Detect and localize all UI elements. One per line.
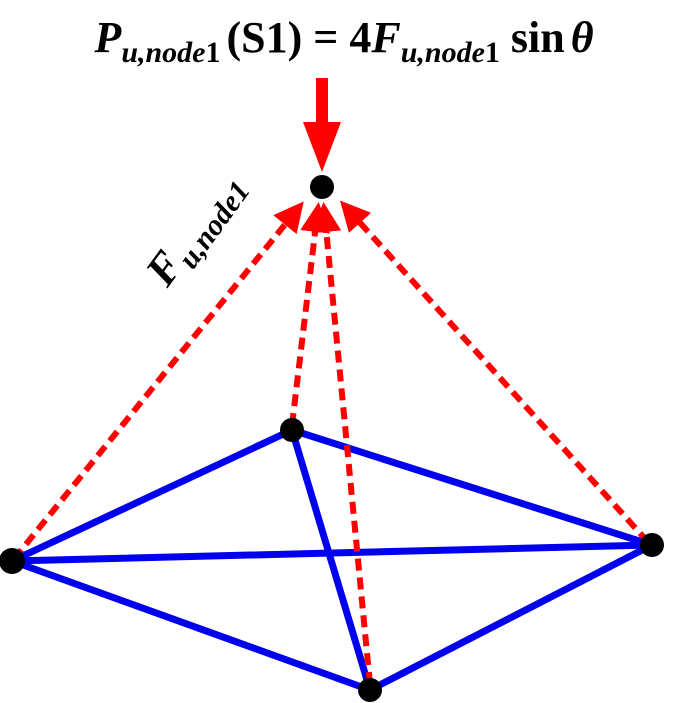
base-node-back bbox=[280, 418, 304, 442]
formula-p-symbol: P bbox=[94, 13, 122, 62]
base-edge-left-back bbox=[8, 426, 296, 565]
formula-coefficient: 4 bbox=[349, 13, 372, 62]
base-edge-front-left bbox=[8, 557, 374, 694]
base-diagonal-back-front bbox=[288, 426, 374, 694]
formula-f-subscript-label: u,node bbox=[400, 36, 485, 69]
formula-args: (S1) bbox=[226, 13, 303, 62]
formula-theta: θ bbox=[570, 13, 594, 62]
apex-node bbox=[310, 175, 334, 199]
formula-p-subscript-label: u,node bbox=[121, 36, 206, 69]
base-edge-back-right bbox=[288, 426, 656, 549]
base-node-front bbox=[358, 678, 382, 702]
base-node-right bbox=[640, 533, 664, 557]
formula-sine: sin bbox=[510, 13, 565, 62]
member-force-front bbox=[311, 202, 373, 685]
formula-p-subscript: u,node1 bbox=[121, 36, 220, 69]
formula-f-symbol: F bbox=[371, 13, 401, 62]
formula-equals: = bbox=[313, 13, 339, 62]
load-arrow-shaft bbox=[316, 78, 328, 130]
formula-f-subscript: u,node1 bbox=[401, 36, 500, 69]
load-arrow-head bbox=[303, 122, 341, 172]
formula-p-subscript-index: 1 bbox=[205, 36, 221, 69]
member-forces bbox=[11, 200, 651, 685]
base-edge-right-front bbox=[366, 541, 656, 694]
base-node-left bbox=[0, 548, 25, 574]
base-edges bbox=[8, 426, 656, 694]
member-force-right bbox=[339, 200, 651, 545]
applied-load-arrow bbox=[303, 78, 341, 172]
member-force-back bbox=[289, 202, 331, 426]
formula-f-subscript-index: 1 bbox=[484, 36, 500, 69]
nodes bbox=[0, 175, 664, 702]
